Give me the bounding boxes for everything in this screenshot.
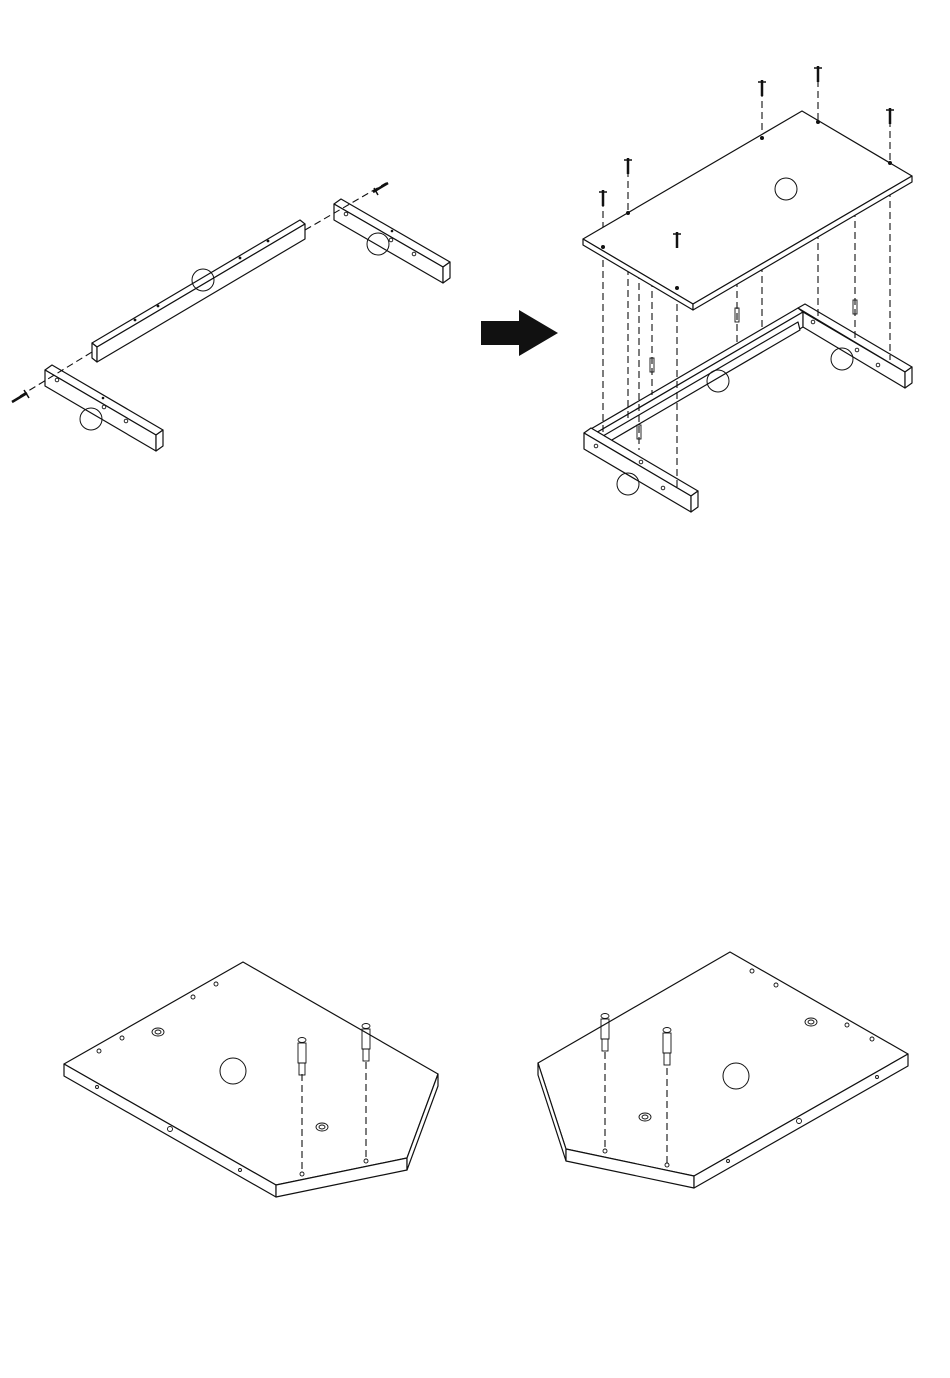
left-side-rail	[45, 365, 163, 451]
screw-icon	[758, 80, 766, 96]
part-label-circle	[831, 348, 853, 370]
screw-icon	[814, 66, 822, 82]
screw-icon	[12, 390, 29, 402]
step-d-shelf-right	[538, 952, 908, 1188]
back-rail	[92, 220, 305, 362]
top-panel	[583, 111, 912, 310]
right-side-rail	[334, 199, 450, 283]
step-b-top-on-frame	[583, 66, 912, 512]
arrow-right-icon	[481, 310, 558, 356]
screw-icon	[373, 183, 388, 195]
screw-icon	[624, 158, 632, 174]
step-a-frame-exploded	[12, 183, 450, 451]
part-label-circle	[617, 473, 639, 495]
step-c-shelf-left	[64, 962, 438, 1197]
screw-icon	[886, 108, 894, 124]
screw-icon	[599, 190, 607, 206]
u-frame	[584, 304, 912, 512]
